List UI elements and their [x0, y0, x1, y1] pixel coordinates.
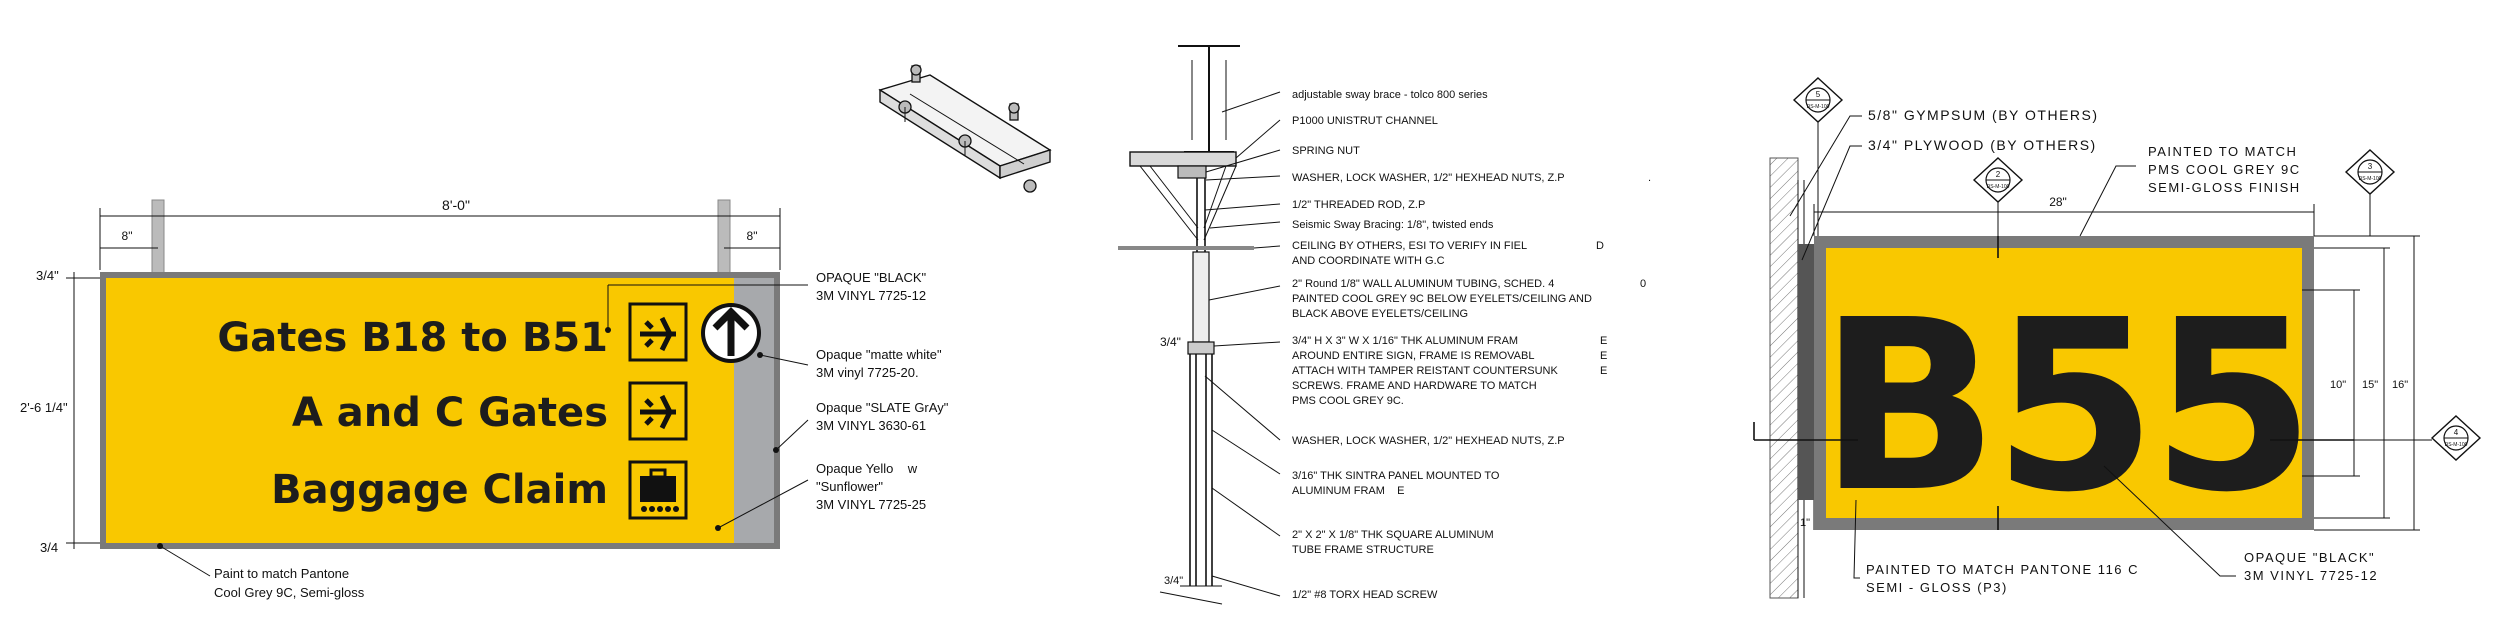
dim-bottom: 3/4 [40, 540, 58, 555]
message-line-1: Gates B18 to B51 [217, 315, 608, 361]
note-seismic: Seismic Sway Bracing: 1/8", twisted ends [1292, 219, 1494, 231]
callout-paint-grey-2: PMS COOL GREY 9C [2148, 162, 2301, 177]
detail-tag-3: 3 DS-M-100 [2344, 149, 2396, 236]
stray-mark: 0 [1640, 278, 1646, 290]
wall-section [1769, 157, 1799, 599]
svg-text:DS-M-100: DS-M-100 [1987, 184, 2010, 190]
note-frame-3: ATTACH WITH TAMPER REISTANT COUNTERSUNK [1292, 365, 1559, 377]
callout-yellow-vinyl-2: "Sunflower" [816, 479, 883, 494]
section-dim-bottom: 3/4" [1164, 575, 1183, 587]
callout-paint-yellow-2: SEMI - GLOSS (P3) [1866, 580, 2008, 595]
detail-tag-2: 2 DS-M-100 [1972, 157, 2024, 258]
detail-tag-5: 5 DS-M-100 [1792, 77, 1844, 236]
detail-tag-4: 4 DS-M-100 [2354, 415, 2482, 461]
svg-text:4: 4 [2454, 428, 2459, 437]
note-washer-bottom: WASHER, LOCK WASHER, 1/2" HEXHEAD NUTS, … [1292, 435, 1565, 447]
sign-elevation: 8'-0" 8" 8" Gates B18 to B51 A and C Gat… [20, 197, 949, 600]
svg-text:DS-M-100: DS-M-100 [1807, 104, 1830, 110]
note-ceiling-2: AND COORDINATE WITH G.C [1292, 255, 1445, 267]
note-frame-2: AROUND ENTIRE SIGN, FRAME IS REMOVABL [1292, 350, 1534, 362]
dim-top: 3/4" [36, 268, 59, 283]
svg-text:DS-M-100: DS-M-100 [2359, 176, 2382, 182]
note-tubing-2: PAINTED COOL GREY 9C BELOW EYELETS/CEILI… [1292, 293, 1592, 305]
svg-text:DS-M-100: DS-M-100 [2445, 442, 2468, 448]
note-sway-brace: adjustable sway brace - tolco 800 series [1292, 89, 1488, 101]
callout-yellow-vinyl-1: Opaque Yello w [816, 461, 918, 476]
message-line-2: A and C Gates [292, 390, 608, 436]
callout-paint-yellow-1: PAINTED TO MATCH PANTONE 116 C [1866, 562, 2139, 577]
section-dim-frame: 3/4" [1160, 335, 1181, 349]
note-threaded-rod: 1/2" THREADED ROD, Z.P [1292, 199, 1425, 211]
note-frame-5: PMS COOL GREY 9C. [1292, 395, 1404, 407]
callout-slate-vinyl-2: 3M VINYL 3630-61 [816, 418, 926, 433]
svg-text:5: 5 [1816, 90, 1821, 99]
up-arrow-icon [701, 303, 761, 363]
dim-h-outer: 16" [2392, 379, 2408, 391]
svg-text:2: 2 [1996, 170, 2001, 179]
dim-width: 28" [2049, 195, 2067, 209]
note-tubing-1: 2" Round 1/8" WALL ALUMINUM TUBING, SCHE… [1292, 278, 1554, 290]
post-left [151, 199, 165, 277]
callout-black-vinyl-1: OPAQUE "BLACK" [816, 270, 927, 285]
stray-mark: E [1600, 350, 1607, 362]
stray-mark: . [1648, 172, 1651, 184]
dim-overall-width: 8'-0" [442, 197, 470, 213]
airplane-icon [628, 381, 688, 441]
callout-paint-grey-1: PAINTED TO MATCH [2148, 144, 2297, 159]
note-tubing-3: BLACK ABOVE EYELETS/CEILING [1292, 308, 1468, 320]
callout-white-vinyl-2: 3M vinyl 7725-20. [816, 365, 919, 380]
note-washer-top: WASHER, LOCK WASHER, 1/2" HEXHEAD NUTS, … [1292, 172, 1565, 184]
dim-h-inner: 10" [2330, 379, 2346, 391]
stray-mark: E [1600, 365, 1607, 377]
baggage-icon [628, 460, 688, 520]
callout-yellow-vinyl-3: 3M VINYL 7725-25 [816, 497, 926, 512]
gate-sign-face [1826, 248, 2302, 518]
note-ceiling-1: CEILING BY OTHERS, ESI TO VERIFY IN FIEL [1292, 240, 1527, 252]
callout-white-vinyl-1: Opaque "matte white" [816, 347, 942, 362]
message-line-3: Baggage Claim [271, 467, 608, 513]
note-unistrut: P1000 UNISTRUT CHANNEL [1292, 115, 1438, 127]
dim-post-left: 8" [122, 229, 133, 243]
post-right [717, 199, 731, 277]
note-spring-nut: SPRING NUT [1292, 145, 1360, 157]
note-tube-frame-2: TUBE FRAME STRUCTURE [1292, 544, 1434, 556]
note-sintra-2: ALUMINUM FRAM E [1292, 485, 1404, 497]
note-frame-4: SCREWS. FRAME AND HARDWARE TO MATCH [1292, 380, 1537, 392]
callout-slate-vinyl-1: Opaque "SLATE GrAy" [816, 400, 949, 415]
note-frame-1: 3/4" H X 3" W X 1/16" THK ALUMINUM FRAM [1292, 335, 1518, 347]
note-sintra-1: 3/16" THK SINTRA PANEL MOUNTED TO [1292, 470, 1500, 482]
svg-text:3: 3 [2368, 162, 2373, 171]
stray-mark: E [1600, 335, 1607, 347]
note-tube-frame-1: 2" X 2" X 1/8" THK SQUARE ALUMINUM [1292, 529, 1494, 541]
airplane-icon [628, 302, 688, 362]
gate-number: B55 [1819, 269, 2309, 544]
callout-paint-2: Cool Grey 9C, Semi-gloss [214, 585, 365, 600]
callout-black-vinyl-1: OPAQUE "BLACK" [2244, 550, 2375, 565]
bracket-isometric [878, 64, 1052, 193]
callout-black-vinyl-2: 3M VINYL 7725-12 [816, 288, 926, 303]
gate-sign-elevation: 1" B55 28" 10" 15" 16" [1753, 77, 2482, 599]
dim-h-mid: 15" [2362, 379, 2378, 391]
stray-mark: D [1596, 240, 1604, 252]
dim-post-right: 8" [747, 229, 758, 243]
note-screw: 1/2" #8 TORX HEAD SCREW [1292, 589, 1438, 601]
dim-bottom-1: 1" [1800, 517, 1810, 529]
callout-gypsum: 5/8" GYMPSUM (BY OTHERS) [1868, 107, 2099, 123]
section-detail: 3/4" 3/4" adjustable sway brace - tolco … [1118, 45, 1651, 605]
callout-paint-grey-3: SEMI-GLOSS FINISH [2148, 180, 2301, 195]
callout-black-vinyl-2: 3M VINYL 7725-12 [2244, 568, 2378, 583]
callout-paint-1: Paint to match Pantone [214, 566, 349, 581]
callout-plywood: 3/4" PLYWOOD (BY OTHERS) [1868, 137, 2097, 153]
dim-height: 2'-6 1/4" [20, 400, 68, 415]
